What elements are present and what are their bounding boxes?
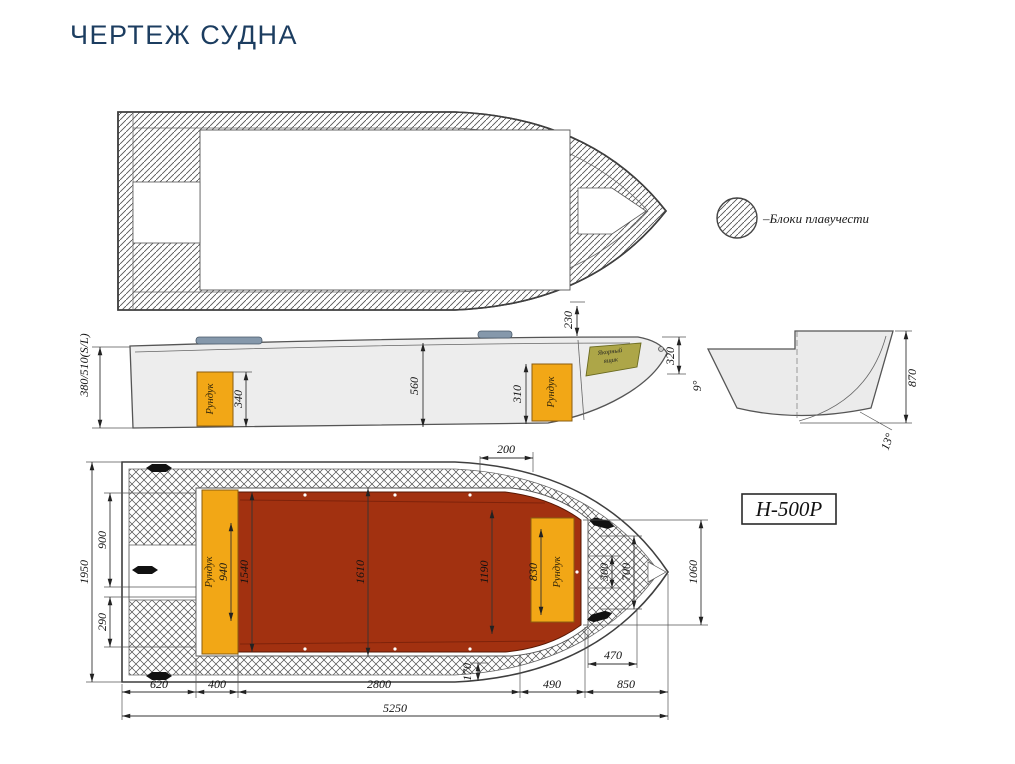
top-view-cockpit-opening — [199, 129, 571, 291]
plan-stern-well — [128, 544, 197, 601]
dim-plan-830: 830 — [526, 563, 540, 581]
top-view-bow-locker — [577, 187, 647, 235]
floor-seam-lines — [239, 499, 546, 645]
model-label-frame — [741, 493, 837, 525]
side-locker-aft-label: Рундук — [205, 383, 216, 415]
dim-side-340: 340 — [231, 390, 245, 409]
dim-plan-700: 700 — [619, 563, 633, 581]
top-view-hull-outline-stroke — [117, 111, 668, 311]
cockpit-floor — [237, 491, 582, 653]
side-locker-aft — [196, 371, 234, 427]
dim-plan-900: 900 — [95, 531, 109, 549]
plan-locker-fwd-label: Рундук — [552, 556, 563, 588]
bow-tip-slot — [647, 561, 667, 583]
side-view-inner-sheer-line — [134, 342, 631, 353]
anchor-box-label-line2: ящик — [602, 356, 619, 365]
dim-transom-angle-right: 13° — [878, 431, 897, 452]
side-view-bow-bulkhead-line — [577, 339, 585, 421]
plan-cockpit-boundary — [195, 487, 589, 657]
dim-plan-400: 400 — [208, 677, 226, 691]
dim-side-320: 320 — [663, 347, 677, 366]
flotation-legend-label: –Блоки плавучести — [762, 211, 870, 226]
top-view — [117, 111, 668, 311]
dim-plan-2800: 2800 — [367, 677, 391, 691]
bow-eye-fitting — [658, 346, 664, 352]
dim-plan-940: 940 — [216, 563, 230, 581]
plan-locker-aft-label: Рундук — [204, 556, 215, 588]
dim-plan-850: 850 — [617, 677, 635, 691]
dim-side-height: 380/510(S/L) — [77, 333, 91, 397]
model-label-box: Н-500Р — [741, 493, 837, 525]
dim-plan-1190: 1190 — [477, 560, 491, 583]
dim-side-310: 310 — [510, 385, 524, 404]
grab-rail-fwd — [477, 330, 513, 339]
grab-rail-aft — [195, 336, 263, 345]
bow-dim-extension-lines — [583, 519, 708, 626]
transom-view: 870 9° 13° — [690, 330, 919, 452]
side-locker-fwd-label: Рундук — [546, 376, 557, 408]
side-locker-fwd — [531, 363, 573, 422]
plan-locker-aft — [201, 489, 239, 655]
dim-plan-490: 490 — [543, 677, 561, 691]
dim-transom-angle-left: 9° — [690, 380, 704, 391]
dim-side-560: 560 — [407, 377, 421, 395]
dim-plan-620: 620 — [150, 677, 168, 691]
anchor-box-label-line1: Якорный — [596, 347, 623, 357]
dim-plan-200: 200 — [497, 442, 515, 456]
model-label-text: Н-500Р — [755, 497, 823, 521]
beam-dim-extension-lines — [86, 461, 196, 683]
top-view-flotation-hatch — [118, 112, 666, 310]
transom-outline — [706, 330, 894, 417]
dim-plan-1610: 1610 — [353, 560, 367, 584]
dim-plan-1060: 1060 — [686, 560, 700, 584]
dim-side-230: 230 — [561, 311, 575, 329]
plan-locker-fwd — [530, 517, 575, 623]
transom-dim-extension-lines — [800, 330, 912, 431]
length-chain-extension-lines — [121, 574, 669, 720]
dim-plan-170: 170 — [460, 663, 474, 681]
flotation-legend-icon — [716, 197, 758, 239]
dim-plan-300: 300 — [597, 563, 611, 582]
legend: –Блоки плавучести — [716, 197, 870, 239]
side-view: Рундук Рундук Якорный ящик 380/510(S/L) … — [77, 301, 686, 429]
dim-plan-1950: 1950 — [77, 560, 91, 584]
top-view-stern-well — [132, 181, 201, 244]
dim-plan-470: 470 — [604, 648, 622, 662]
transom-hull-curve — [798, 335, 887, 422]
dim-plan-1540: 1540 — [237, 560, 251, 584]
side-dim-extension-lines — [92, 301, 686, 429]
floor-fastener-dots — [303, 493, 579, 651]
dim-plan-5250: 5250 — [383, 701, 407, 715]
dim-transom-870: 870 — [905, 369, 919, 387]
dim-plan-290: 290 — [95, 613, 109, 631]
plan-flotation-mesh — [129, 469, 659, 675]
anchor-box — [585, 342, 642, 377]
plan-view: Рундук Рундук 940 1540 1610 1190 830 300… — [77, 442, 708, 720]
page-title: ЧЕРТЕЖ СУДНА — [70, 20, 299, 50]
